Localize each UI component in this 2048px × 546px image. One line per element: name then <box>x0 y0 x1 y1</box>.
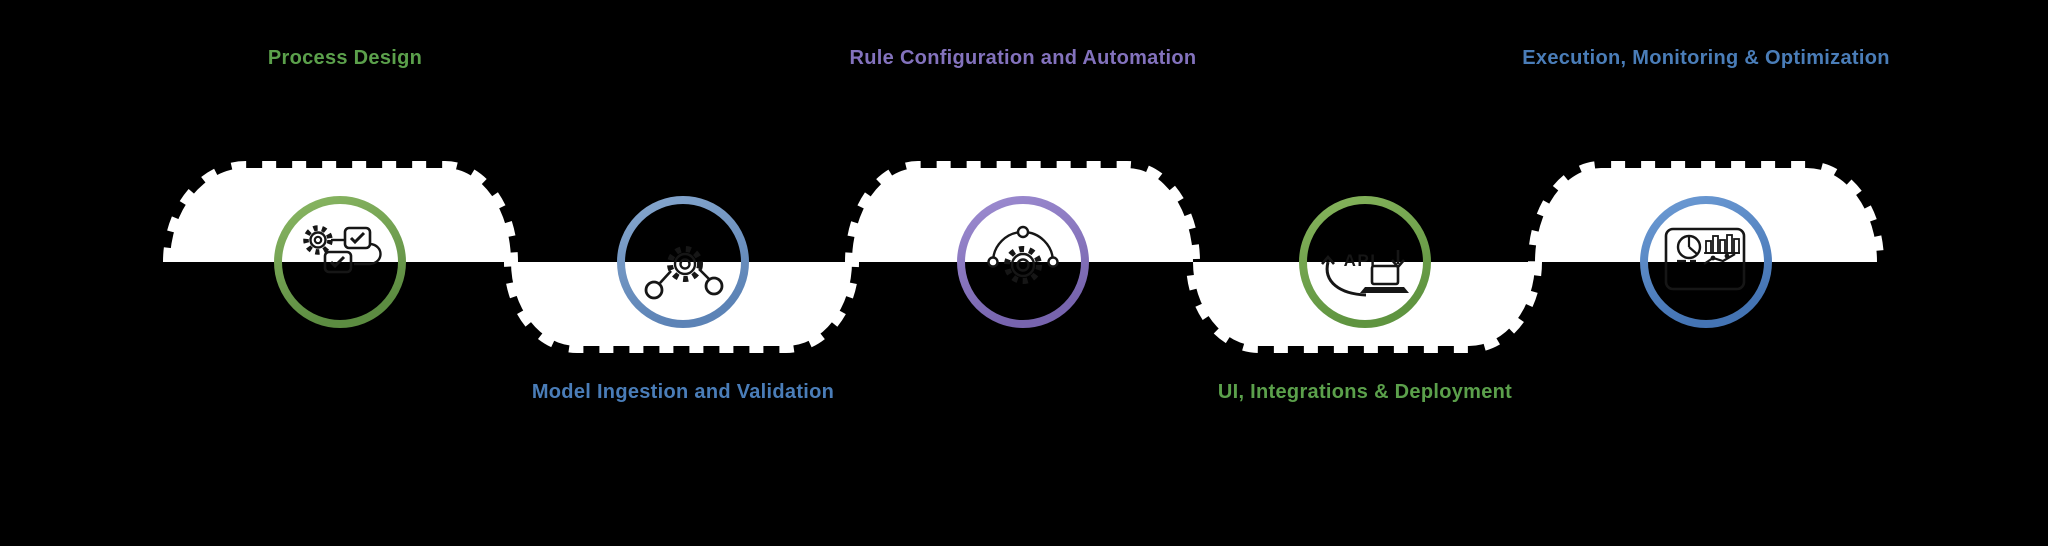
stage-label-model-ingestion: Model Ingestion and Validation <box>531 381 835 403</box>
stage-node-model-ingestion <box>617 196 749 328</box>
stage-node-rule-configuration <box>957 196 1089 328</box>
stage-label-process-design: Process Design <box>267 47 423 69</box>
stage-node-execution-monitoring <box>1640 196 1772 328</box>
stage-node-ui-integrations: API <box>1299 196 1431 328</box>
stage-label-ui-integrations: UI, Integrations & Deployment <box>1217 381 1513 403</box>
stage-ring-execution-monitoring <box>1640 196 1772 328</box>
stage-ring-ui-integrations <box>1299 196 1431 328</box>
stage-ring-rule-configuration <box>957 196 1089 328</box>
stage-ring-process-design <box>274 196 406 328</box>
api-deployment-icon: API <box>1321 250 1409 297</box>
stage-label-rule-configuration: Rule Configuration and Automation <box>849 47 1197 69</box>
stage-label-execution-monitoring: Execution, Monitoring & Optimization <box>1522 47 1890 69</box>
stage-ring-model-ingestion <box>617 196 749 328</box>
gear-network-icon <box>644 246 724 300</box>
gear-checklist-icon <box>303 225 382 274</box>
gear-automation-icon <box>987 225 1059 284</box>
svg-text:API: API <box>1344 251 1377 270</box>
dashboard-analytics-icon <box>1664 227 1746 291</box>
stage-node-process-design <box>274 196 406 328</box>
road-fill <box>170 168 1877 346</box>
